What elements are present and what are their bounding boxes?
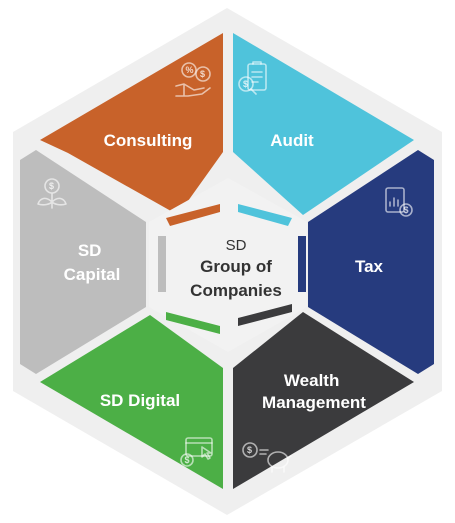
segment-audit[interactable]: $ Audit <box>233 33 414 215</box>
segment-sd-capital[interactable]: $ SD Capital <box>20 150 146 374</box>
segment-sd-capital-label: SD Capital <box>64 241 121 284</box>
center-title-line3: Companies <box>190 281 282 300</box>
segment-consulting-label: Consulting <box>104 131 193 150</box>
segment-consulting-shape <box>40 33 223 215</box>
segment-sd-capital-label-line1: SD <box>78 241 102 260</box>
accent-bar-wealth <box>238 304 292 326</box>
segment-sd-digital-label-line1: SD Digital <box>100 391 180 410</box>
center-title-line1: SD <box>226 237 247 254</box>
segment-sd-digital-shape <box>40 315 223 489</box>
svg-text:%: % <box>186 65 194 75</box>
money-plant-icon: $ <box>37 178 67 209</box>
piggy-bank-icon: $ <box>242 442 292 473</box>
segment-wealth-management-label: Wealth Management <box>262 371 366 412</box>
segment-audit-label: Audit <box>270 131 314 150</box>
segment-audit-label-line1: Audit <box>270 131 314 150</box>
tax-document-icon: $ <box>385 187 413 217</box>
svg-text:$: $ <box>185 455 190 465</box>
hand-money-icon: % $ <box>175 62 211 97</box>
svg-text:$: $ <box>243 79 248 89</box>
accent-bar-audit <box>238 204 292 226</box>
segment-tax-label-line1: Tax <box>355 257 384 276</box>
clipboard-magnifier-icon: $ <box>238 61 267 95</box>
segment-wealth-management-label-line2: Management <box>262 393 366 412</box>
svg-text:$: $ <box>49 181 54 191</box>
segment-consulting[interactable]: % $ Consulting <box>40 33 223 215</box>
segment-sd-capital-label-line2: Capital <box>64 265 121 284</box>
segment-sd-digital-label: SD Digital <box>100 391 180 410</box>
segment-wealth-management-shape <box>233 312 414 489</box>
accent-bar-tax <box>298 236 306 292</box>
segment-audit-shape <box>233 33 414 215</box>
segment-consulting-label-line1: Consulting <box>104 131 193 150</box>
center-title-line2: Group of <box>200 257 272 276</box>
segment-tax[interactable]: $ Tax <box>308 150 434 374</box>
browser-cursor-icon: $ <box>180 437 213 467</box>
inner-accent-bars <box>158 204 306 334</box>
segment-wealth-management-label-line1: Wealth <box>284 371 339 390</box>
accent-bar-digital <box>166 312 220 334</box>
svg-text:$: $ <box>247 445 252 455</box>
center-hexagon <box>149 178 307 352</box>
svg-text:$: $ <box>404 205 409 215</box>
svg-text:$: $ <box>200 69 205 79</box>
segment-sd-digital[interactable]: SD Digital $ <box>40 315 223 489</box>
segment-wealth-management[interactable]: Wealth Management $ <box>233 312 414 489</box>
accent-bar-capital <box>158 236 166 292</box>
segment-tax-label: Tax <box>355 257 384 276</box>
accent-bar-consulting <box>166 204 220 226</box>
